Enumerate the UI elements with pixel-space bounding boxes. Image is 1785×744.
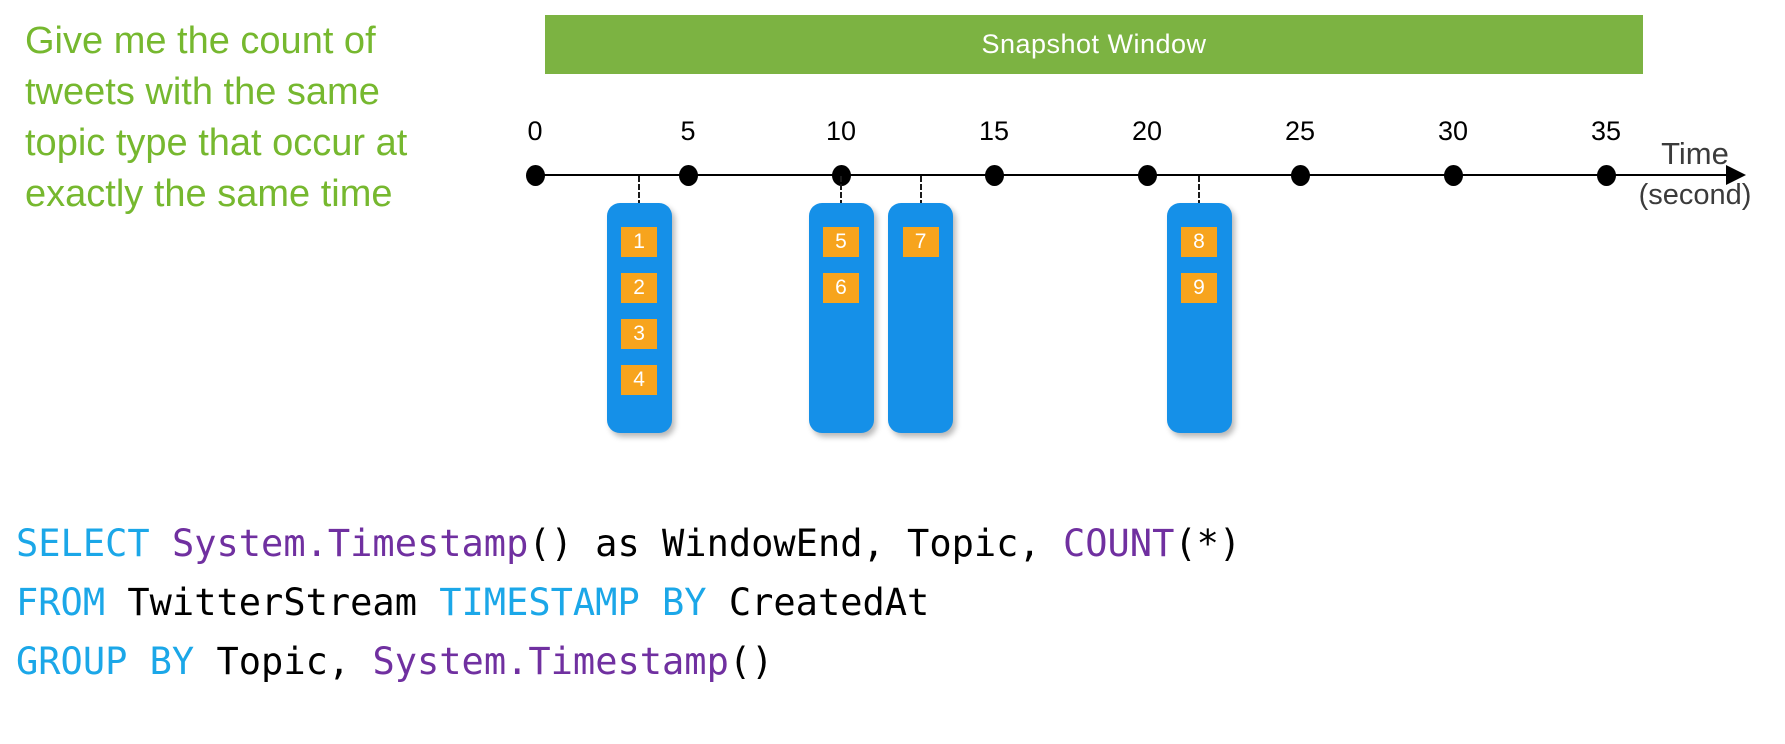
sql-query-code: SELECT System.Timestamp() as WindowEnd, … <box>16 514 1241 691</box>
event-group-anchor-line <box>638 176 641 206</box>
tick-label-10: 10 <box>825 116 857 146</box>
sql-token-plain: () <box>728 640 774 683</box>
event-badge: 4 <box>621 365 658 395</box>
sql-token-keyword: FROM <box>16 581 106 624</box>
snapshot-window-label: Snapshot Window <box>981 29 1207 59</box>
event-group-box: 7 <box>888 203 954 433</box>
timeline-dot-10 <box>831 164 851 186</box>
sql-token-plain: (*) <box>1174 522 1242 565</box>
sql-code-line: FROM TwitterStream TIMESTAMP BY CreatedA… <box>16 573 1241 632</box>
timeline-dot-30 <box>1443 164 1463 186</box>
timeline-dot-35 <box>1596 164 1616 186</box>
tick-label-5: 5 <box>680 116 696 146</box>
event-badge: 1 <box>621 227 658 257</box>
tick-label-20: 20 <box>1131 116 1163 146</box>
question-text: Give me the count of tweets with the sam… <box>25 20 408 215</box>
tick-label-30: 30 <box>1437 116 1469 146</box>
tick-label-35: 35 <box>1590 116 1622 146</box>
sql-code-line: GROUP BY Topic, System.Timestamp() <box>16 632 1241 691</box>
event-group-anchor-line <box>919 176 922 206</box>
timeline-dot-0 <box>525 164 545 186</box>
sql-token-function: System.Timestamp <box>171 522 529 565</box>
timeline-axis <box>528 174 1728 176</box>
event-badge: 7 <box>902 227 939 257</box>
tick-label-15: 15 <box>978 116 1010 146</box>
event-badge: 2 <box>621 273 658 303</box>
tick-label-0: 0 <box>527 116 543 146</box>
sql-token-function: System.Timestamp <box>372 640 729 683</box>
timeline-dot-15 <box>984 164 1004 186</box>
event-badge: 6 <box>823 273 859 303</box>
sql-token-plain: () as WindowEnd, Topic, <box>528 522 1063 565</box>
event-group-anchor-line <box>840 176 842 206</box>
sql-token-keyword: GROUP BY <box>16 640 195 683</box>
event-badge: 8 <box>1181 227 1218 257</box>
timeline-dot-5 <box>678 164 698 186</box>
event-group-box: 1 2 3 4 <box>606 203 672 433</box>
event-badge: 3 <box>621 319 658 349</box>
event-badge: 5 <box>823 227 859 257</box>
snapshot-window-bar: Snapshot Window <box>545 15 1643 74</box>
timeline-dot-25 <box>1290 164 1310 186</box>
tick-label-25: 25 <box>1284 116 1316 146</box>
sql-code-line: SELECT System.Timestamp() as WindowEnd, … <box>16 514 1241 573</box>
timeline-axis-label: Time <box>1661 136 1729 171</box>
sql-token-plain: TwitterStream <box>105 581 440 624</box>
event-badge: 9 <box>1181 273 1218 303</box>
sql-token-plain: CreatedAt <box>706 581 930 624</box>
timeline-arrow-icon <box>1726 165 1746 185</box>
sql-token-function: COUNT <box>1062 522 1175 565</box>
sql-token-plain: Topic, <box>194 640 373 683</box>
timeline-dot-20 <box>1137 164 1157 186</box>
sql-token-keyword: SELECT <box>16 522 172 565</box>
sql-token-keyword: TIMESTAMP BY <box>439 581 707 624</box>
event-group-anchor-line <box>1198 176 1201 206</box>
timeline-axis-unit: (second) <box>1638 179 1752 211</box>
